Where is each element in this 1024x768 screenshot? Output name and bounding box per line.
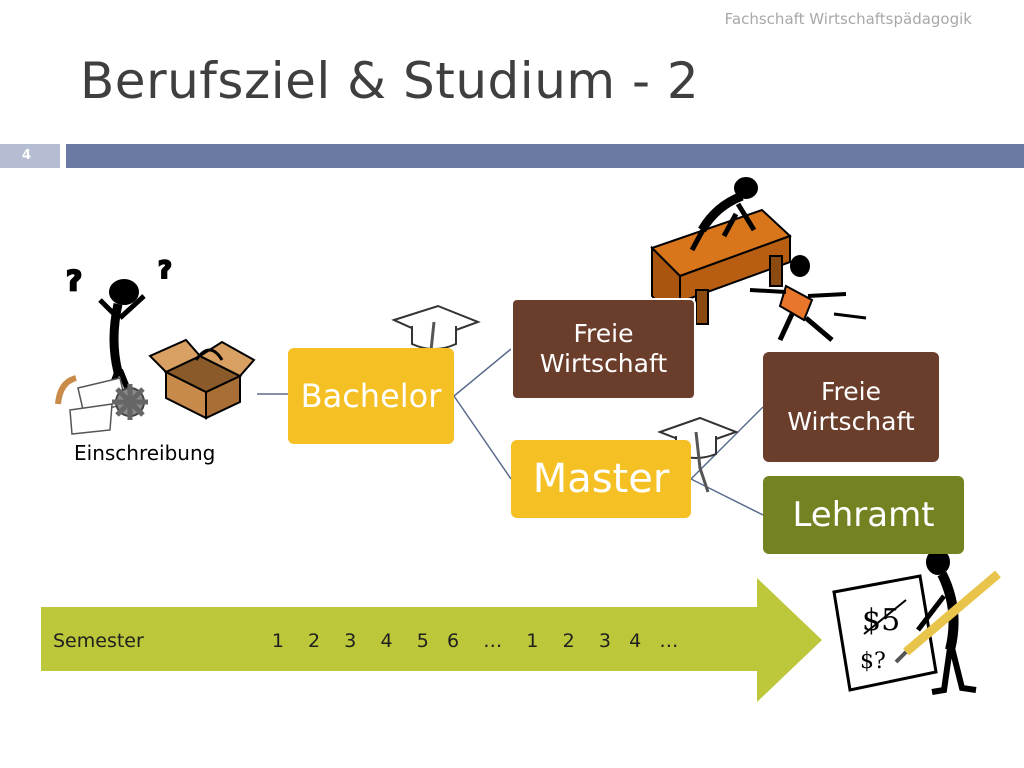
writing-figure-icon: $5 $?	[832, 549, 1001, 695]
connector-master-freie	[690, 406, 764, 480]
node-freie-wirtschaft-2: Freie Wirtschaft	[763, 352, 939, 462]
node-bachelor: Bachelor	[288, 348, 454, 444]
connector-bachelor-master	[453, 395, 512, 480]
timeline-arrow	[41, 578, 822, 702]
node-lehramt: Lehramt	[763, 476, 964, 554]
graduation-cap-icon	[391, 304, 481, 385]
node-master: Master	[511, 440, 691, 518]
timeline-semester-label: Semester	[53, 630, 144, 652]
open-box-icon	[148, 338, 256, 420]
slide-number: 4	[22, 148, 32, 163]
start-label: Einschreibung	[74, 441, 216, 465]
svg-text:?: ?	[158, 256, 172, 284]
svg-text:$?: $?	[860, 649, 886, 674]
scattered-papers-icon	[55, 375, 127, 435]
slide-title: Berufsziel & Studium - 2	[80, 52, 700, 110]
title-bar-left	[0, 144, 60, 168]
timeline-label: Semester 1 2 3 4 5 6 … 1 2 3 4 …	[53, 630, 678, 652]
header-organization: Fachschaft Wirtschaftspädagogik	[724, 10, 972, 28]
connector-master-lehramt	[690, 478, 764, 516]
gear-icon	[112, 384, 148, 420]
node-freie-wirtschaft-1: Freie Wirtschaft	[511, 298, 696, 400]
timeline-sequence: 1 2 3 4 5 6 … 1 2 3 4 …	[271, 630, 679, 652]
title-bar-right	[66, 144, 1024, 168]
connector-bachelor-freie	[453, 348, 512, 397]
svg-text:?: ?	[66, 264, 82, 297]
